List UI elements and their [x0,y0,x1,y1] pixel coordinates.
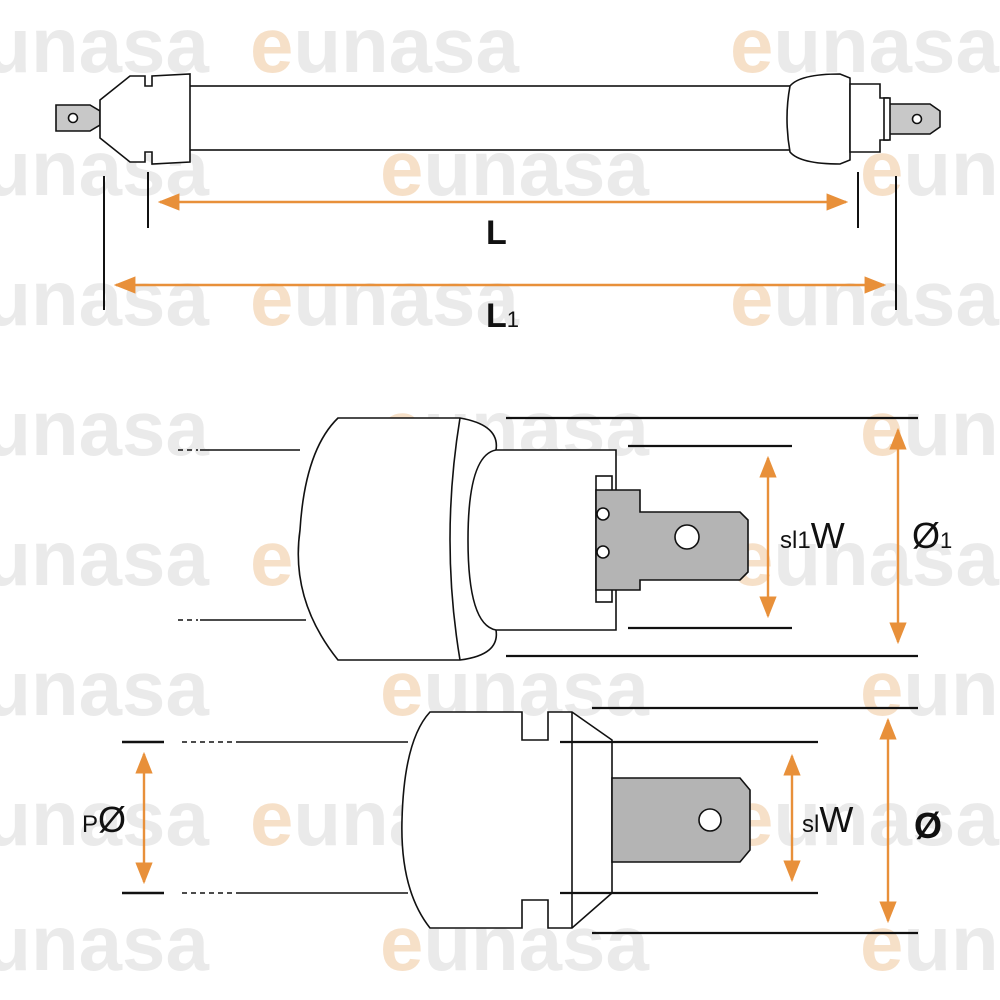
label-pphi: PØ [82,799,126,840]
tube [184,85,796,151]
svg-text:eunasa: eunasa [860,644,1000,732]
detail-bottom-dimensions: PØ slW Ø [82,706,942,935]
label-sl1W: sl1W [780,515,845,556]
watermark-text: eunasa [250,1,519,89]
svg-text:eunasa: eunasa [730,774,999,862]
label-phi: Ø [914,805,942,846]
svg-text:eunasa: eunasa [860,124,1000,212]
svg-text:eunasa: eunasa [250,254,519,342]
svg-text:eunasa: eunasa [0,644,209,732]
label-phi1: Ø1 [912,515,952,556]
svg-text:eunasa: eunasa [0,514,209,602]
terminal-plate [595,489,749,591]
detail-left-end [182,711,751,929]
label-L1: L1 [486,297,519,335]
element-full-view [55,73,941,165]
detail-top-dimensions: sl1W Ø1 [506,416,952,658]
terminal-plate-small [611,777,751,863]
right-end-cap [786,73,851,165]
detail-right-end [178,417,749,661]
svg-text:eunasa: eunasa [860,384,1000,472]
svg-text:eunasa: eunasa [0,774,209,862]
svg-text:eunasa: eunasa [730,1,999,89]
terminal-hole [674,524,700,550]
label-L: L [486,214,507,252]
length-dimensions: L L1 [103,172,897,335]
svg-text:eunasa: eunasa [380,899,649,987]
cap-body [401,711,613,929]
left-end-cap [99,73,191,165]
svg-text:eunasa: eunasa [730,514,999,602]
svg-text:eunasa: eunasa [730,254,999,342]
svg-text:eunasa: eunasa [860,899,1000,987]
label-slW: slW [802,799,853,840]
svg-text:eunasa: eunasa [0,384,209,472]
cap-cylinder [297,417,498,661]
cap-inner-boss [467,449,617,631]
svg-text:eunasa: eunasa [0,899,209,987]
